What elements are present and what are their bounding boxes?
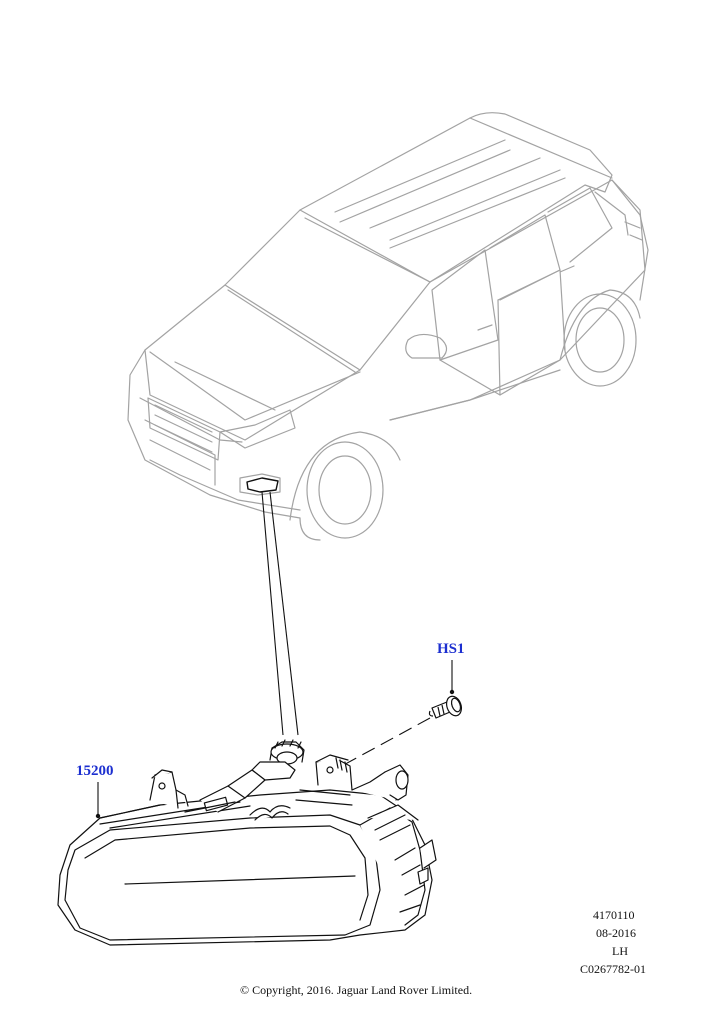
callout-screw-hs1[interactable]: HS1	[437, 641, 465, 657]
callout-headlamp-15200[interactable]: 15200	[76, 763, 114, 779]
drawing-side: LH	[612, 944, 628, 958]
copyright-notice: © Copyright, 2016. Jaguar Land Rover Lim…	[240, 983, 473, 997]
drawing-date: 08-2016	[596, 926, 636, 940]
drawing-reference: C0267782-01	[580, 962, 646, 976]
drawing-number: 4170110	[593, 908, 635, 922]
